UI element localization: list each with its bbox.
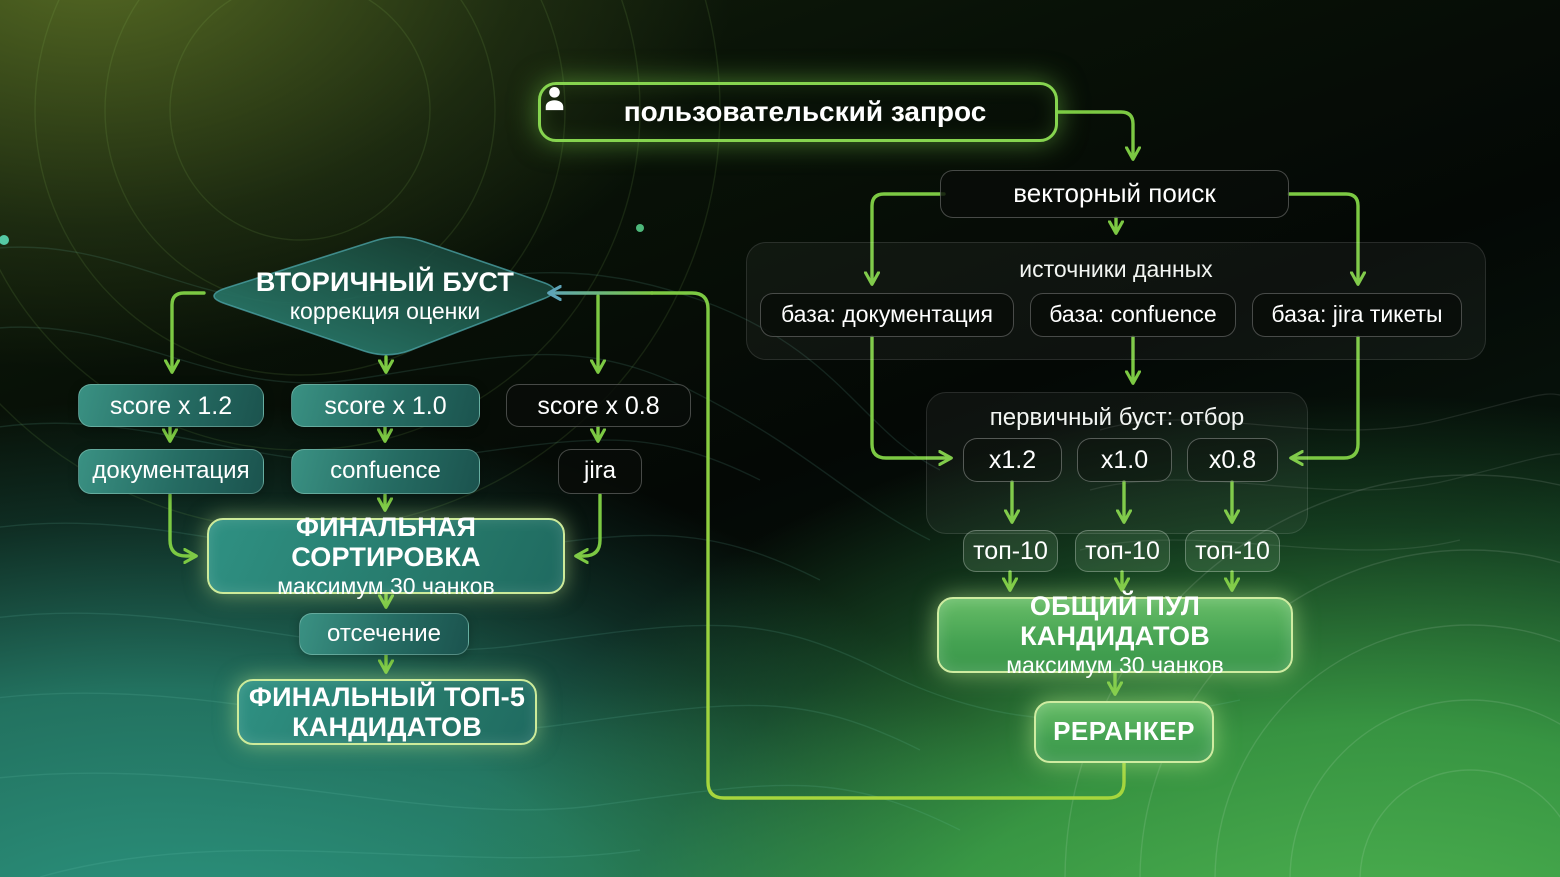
top10-box-3: топ-10 xyxy=(1185,530,1280,572)
score-1-2-label: score x 1.2 xyxy=(109,391,233,420)
candidate-pool-title: ОБЩИЙ ПУЛ КАНДИДАТОВ xyxy=(1020,590,1210,652)
user-query-box: пользовательский запрос xyxy=(538,82,1058,142)
secondary-boost-diamond xyxy=(213,236,556,356)
user-query-label: пользовательский запрос xyxy=(623,96,987,128)
secondary-boost-title: ВТОРИЧНЫЙ БУСТ xyxy=(255,267,515,297)
final-top5-box: ФИНАЛЬНЫЙ ТОП-5 КАНДИДАТОВ xyxy=(237,679,537,745)
top10-box-1: топ-10 xyxy=(963,530,1058,572)
multiplier-0-8-box: x0.8 xyxy=(1187,438,1278,482)
top10-label-2: топ-10 xyxy=(1085,537,1160,565)
source-documentation-label: база: документация xyxy=(781,301,993,328)
cutoff-box: отсечение xyxy=(299,613,469,655)
decor-dot xyxy=(636,224,644,232)
score-1-0-label: score x 1.0 xyxy=(324,391,447,420)
cutoff-label: отсечение xyxy=(327,619,441,647)
secondary-boost-subtitle: коррекция оценки xyxy=(289,298,481,325)
score-0-8-box: score x 0.8 xyxy=(506,384,691,427)
score-source-documentation-box: документация xyxy=(78,449,264,494)
score-source-documentation-label: документация xyxy=(92,457,250,485)
candidate-pool-box: ОБЩИЙ ПУЛ КАНДИДАТОВ максимум 30 чанков xyxy=(937,591,1293,678)
source-jira-label: база: jira тикеты xyxy=(1271,301,1443,328)
reranker-label: РЕРАНКЕР xyxy=(1053,716,1195,747)
final-sorting-subtitle: максимум 30 чанков xyxy=(277,573,495,600)
score-0-8-label: score x 0.8 xyxy=(537,391,660,420)
top10-box-2: топ-10 xyxy=(1075,530,1170,572)
score-1-2-box: score x 1.2 xyxy=(78,384,264,427)
candidate-pool-subtitle: максимум 30 чанков xyxy=(1006,652,1224,679)
multiplier-1-2-box: x1.2 xyxy=(963,438,1062,482)
final-top5-line1: ФИНАЛЬНЫЙ ТОП-5 xyxy=(248,681,526,712)
multiplier-1-0-box: x1.0 xyxy=(1077,438,1172,482)
score-source-confluence-box: confuence xyxy=(291,449,480,494)
vector-search-box: векторный поиск xyxy=(940,170,1289,218)
secondary-boost-title-block: ВТОРИЧНЫЙ БУСТ коррекция оценки xyxy=(230,258,540,334)
primary-boost-title: первичный буст: отбор xyxy=(989,404,1245,431)
final-sorting-box: ФИНАЛЬНАЯ СОРТИРОВКА максимум 30 чанков xyxy=(207,512,565,599)
reranker-box: РЕРАНКЕР xyxy=(1034,701,1214,763)
multiplier-1-2-label: x1.2 xyxy=(988,446,1037,474)
sources-panel-title: источники данных xyxy=(1019,256,1213,282)
source-confluence-box: база: confuence xyxy=(1030,293,1236,337)
score-source-jira-label: jira xyxy=(583,457,616,485)
top10-label-1: топ-10 xyxy=(973,537,1048,565)
top10-label-3: топ-10 xyxy=(1195,537,1270,565)
source-jira-box: база: jira тикеты xyxy=(1252,293,1462,337)
source-confluence-label: база: confuence xyxy=(1049,301,1217,328)
decor-dot xyxy=(0,235,9,245)
final-sorting-title: ФИНАЛЬНАЯ СОРТИРОВКА xyxy=(291,511,481,573)
source-documentation-box: база: документация xyxy=(760,293,1014,337)
score-source-confluence-label: confuence xyxy=(330,457,441,485)
final-top5-line2: КАНДИДАТОВ xyxy=(292,712,482,742)
score-source-jira-box: jira xyxy=(558,449,642,494)
multiplier-1-0-label: x1.0 xyxy=(1100,446,1149,474)
vector-search-label: векторный поиск xyxy=(1013,178,1216,209)
multiplier-0-8-label: x0.8 xyxy=(1208,446,1257,474)
score-1-0-box: score x 1.0 xyxy=(291,384,480,427)
